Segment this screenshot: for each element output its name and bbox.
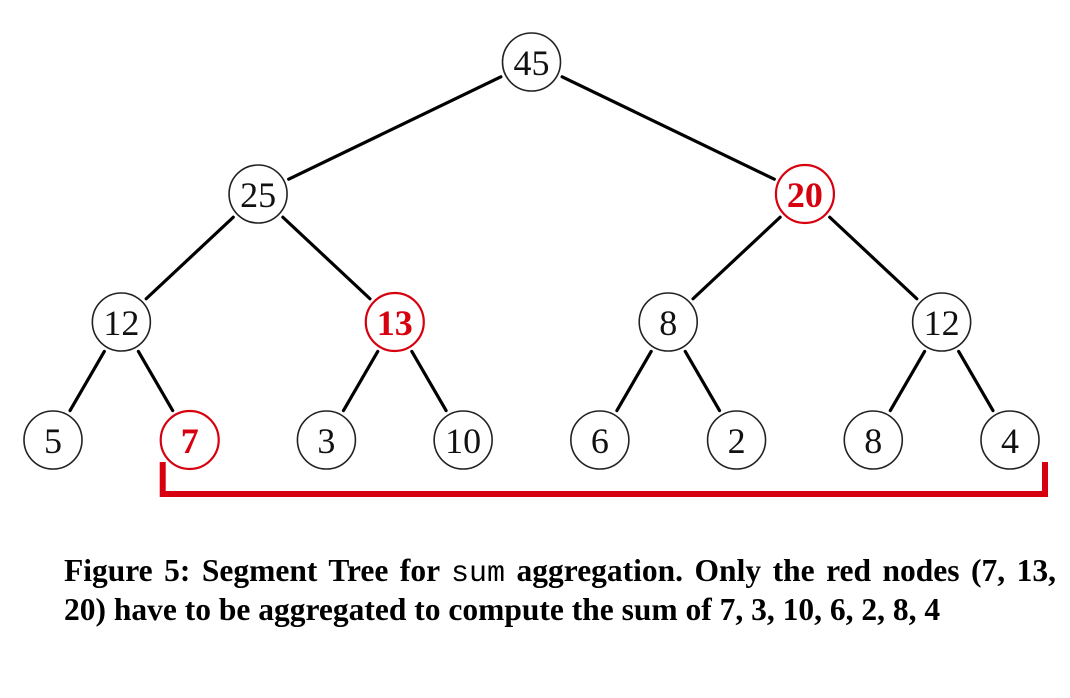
node-value: 7 <box>181 421 199 461</box>
node-circle <box>228 164 288 224</box>
node-value: 6 <box>591 421 609 461</box>
tree-edge <box>341 349 380 413</box>
tree-leaf-node: 2 <box>706 410 767 470</box>
node-value: 12 <box>924 303 960 343</box>
node-value: 45 <box>514 43 550 83</box>
tree-edge <box>287 75 503 181</box>
tree-edge <box>144 215 235 301</box>
node-circle <box>774 163 836 225</box>
tree-leaf-node: 6 <box>570 410 630 470</box>
tree-node: 25 <box>228 164 288 224</box>
tree-edge <box>888 349 927 413</box>
segment-tree-diagram: 45 25 20 12 13 8 12 5 7 3 10 6 2 8 4 <box>23 32 1048 497</box>
node-circle <box>843 410 904 470</box>
tree-leaf-node-highlighted: 7 <box>159 409 220 471</box>
caption-label: Figure 5: <box>64 553 191 588</box>
tree-edge <box>683 349 722 413</box>
node-value: 3 <box>317 421 335 461</box>
tree-edge <box>957 349 995 413</box>
node-circle <box>980 410 1040 470</box>
tree-leaf-node: 3 <box>296 410 357 470</box>
node-value: 13 <box>377 303 413 343</box>
tree-edges <box>68 75 995 413</box>
figure-caption: Figure 5: Segment Tree for sum aggregati… <box>64 553 1056 628</box>
tree-node-highlighted: 13 <box>364 291 425 353</box>
caption-code: sum <box>451 557 506 591</box>
tree-node-highlighted: 20 <box>774 163 836 225</box>
query-range-bracket <box>159 462 1048 497</box>
node-value: 8 <box>659 303 677 343</box>
node-value: 5 <box>44 421 62 461</box>
node-value: 25 <box>240 175 276 215</box>
tree-leaf-node: 8 <box>843 410 904 470</box>
tree-node: 12 <box>911 292 972 352</box>
tree-edge <box>281 215 372 301</box>
node-circle <box>638 292 699 352</box>
node-value: 12 <box>103 303 139 343</box>
tree-edge <box>410 349 448 413</box>
node-circle <box>433 410 493 470</box>
tree-leaf-node: 10 <box>433 410 493 470</box>
caption-text-after: aggregation. Only the red nodes (7, 13, … <box>64 553 1056 627</box>
tree-node: 12 <box>91 292 152 352</box>
tree-edge <box>691 215 782 301</box>
node-circle <box>911 292 972 352</box>
node-circle <box>570 410 630 470</box>
node-circle <box>159 409 220 471</box>
node-value: 8 <box>864 421 882 461</box>
node-circle <box>706 410 767 470</box>
tree-leaf-node: 4 <box>980 410 1040 470</box>
node-circle <box>23 410 83 470</box>
tree-edge <box>68 349 106 413</box>
node-value: 4 <box>1001 421 1019 461</box>
node-value: 20 <box>787 175 823 215</box>
node-value: 2 <box>728 421 746 461</box>
caption-text-before: Segment Tree for <box>201 553 440 588</box>
tree-nodes: 45 25 20 12 13 8 12 5 7 3 10 6 2 8 4 <box>23 32 1040 471</box>
node-circle <box>91 292 152 352</box>
tree-node: 8 <box>638 292 699 352</box>
node-circle <box>364 291 425 353</box>
tree-edge <box>615 349 653 413</box>
tree-edge <box>560 75 776 181</box>
node-circle <box>296 410 357 470</box>
tree-leaf-node: 5 <box>23 410 83 470</box>
tree-node: 45 <box>501 32 562 92</box>
tree-edge <box>828 215 919 301</box>
node-circle <box>501 32 562 92</box>
node-value: 10 <box>445 421 481 461</box>
tree-edge <box>136 349 175 413</box>
